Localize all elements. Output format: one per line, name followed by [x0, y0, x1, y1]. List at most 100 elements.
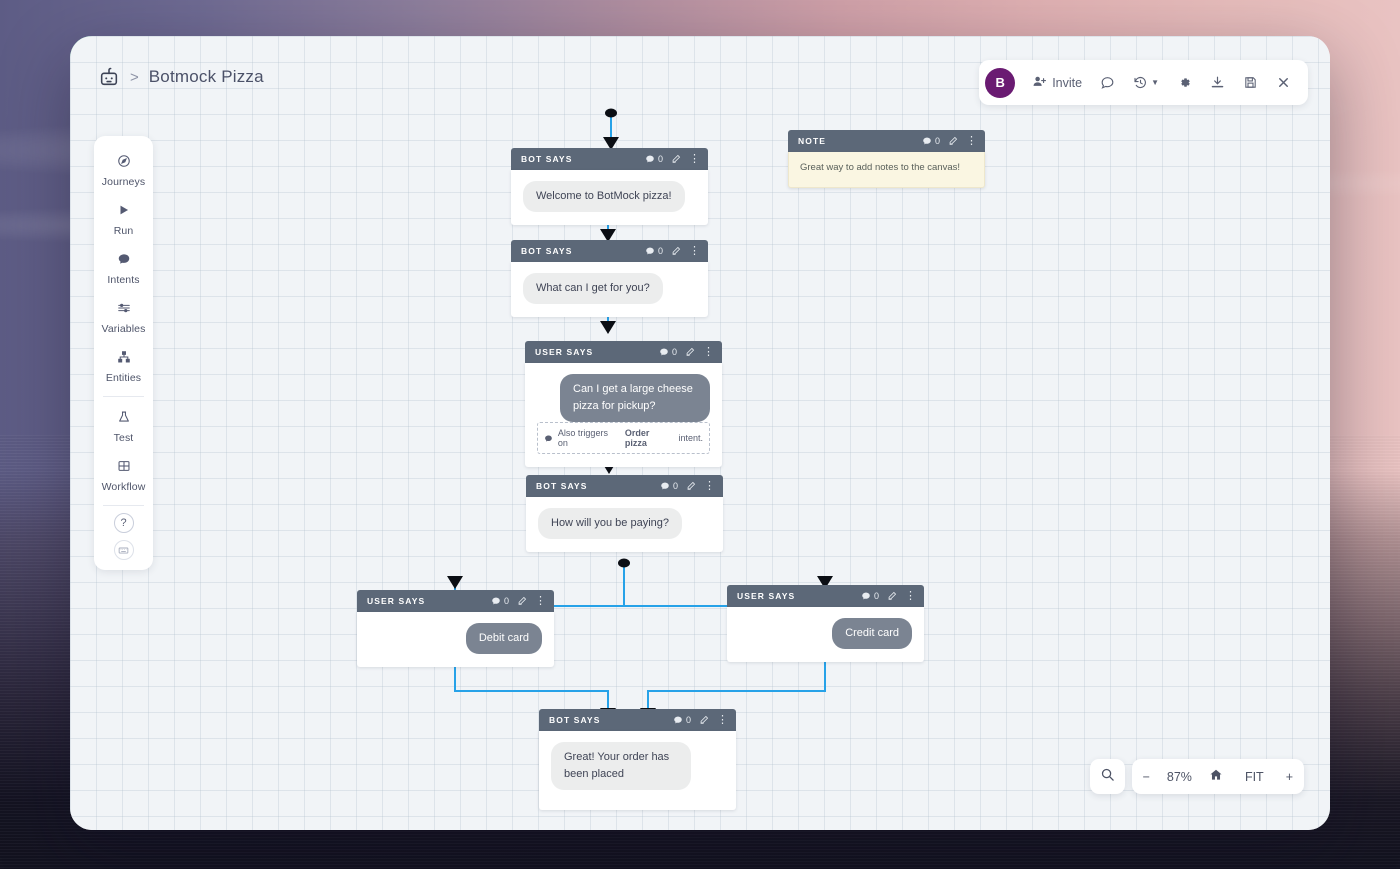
node-header[interactable]: BOT SAYS 0 ⋮ [539, 709, 736, 731]
comment-count-group[interactable]: 0 [645, 154, 663, 164]
sidebar-item-variables[interactable]: Variables [94, 293, 153, 342]
edit-icon[interactable] [517, 596, 527, 606]
note-text: Great way to add notes to the canvas! [800, 162, 961, 173]
close-icon[interactable] [1269, 68, 1298, 98]
more-menu-icon[interactable]: ⋮ [966, 134, 977, 147]
book-icon [117, 459, 131, 478]
history-icon[interactable]: ▼ [1126, 68, 1166, 98]
node-header[interactable]: BOT SAYS 0 ⋮ [526, 475, 723, 497]
sidebar-item-run[interactable]: Run [94, 195, 153, 244]
node-bot-payment-question[interactable]: BOT SAYS 0 ⋮ How will you be paying? [526, 475, 723, 552]
save-icon[interactable] [1236, 68, 1265, 98]
node-header-icons: 0 ⋮ [491, 594, 546, 607]
keyboard-icon[interactable] [113, 540, 134, 560]
comment-icon [862, 592, 870, 600]
comment-count-group[interactable]: 0 [660, 481, 678, 491]
sidebar-item-workflow[interactable]: Workflow [94, 451, 153, 500]
node-header[interactable]: USER SAYS 0 ⋮ [727, 585, 924, 607]
comment-count-group[interactable]: 0 [645, 246, 663, 256]
node-bot-what-can-i-get[interactable]: BOT SAYS 0 ⋮ What can I get for you? [511, 240, 708, 317]
more-menu-icon[interactable]: ⋮ [535, 594, 546, 607]
sidebar-item-intents[interactable]: Intents [94, 244, 153, 293]
zoom-out-button[interactable]: − [1142, 769, 1150, 784]
more-menu-icon[interactable]: ⋮ [717, 713, 728, 726]
node-header-icons: 0 ⋮ [660, 479, 715, 492]
sidebar-label: Journeys [101, 176, 146, 188]
comment-count-group[interactable]: 0 [659, 347, 677, 357]
user-message-bubble: Credit card [832, 618, 912, 649]
comment-count-group[interactable]: 0 [922, 136, 940, 146]
canvas-search-button[interactable] [1089, 759, 1125, 794]
sidebar-item-entities[interactable]: Entities [94, 342, 153, 391]
sidebar-label: Intents [107, 274, 140, 286]
node-header[interactable]: USER SAYS 0 ⋮ [357, 590, 554, 612]
comment-count: 0 [934, 136, 940, 146]
sidebar-divider [103, 396, 144, 397]
zoom-in-button[interactable]: + [1285, 769, 1293, 784]
node-type-label: BOT SAYS [521, 154, 573, 164]
node-bot-order-placed[interactable]: BOT SAYS 0 ⋮ Great! Your order has been … [539, 709, 736, 810]
node-type-label: NOTE [798, 136, 827, 146]
node-header[interactable]: USER SAYS 0 ⋮ [525, 341, 722, 363]
settings-gear-icon[interactable] [1170, 68, 1199, 98]
more-menu-icon[interactable]: ⋮ [703, 345, 714, 358]
comment-count: 0 [672, 481, 678, 491]
comment-icon [674, 716, 682, 724]
edit-icon[interactable] [887, 591, 897, 601]
sidebar-label: Variables [101, 323, 146, 335]
fit-button[interactable]: FIT [1244, 769, 1264, 784]
node-user-order[interactable]: USER SAYS 0 ⋮ Can I get a large cheese p… [525, 341, 722, 467]
reset-view-button[interactable] [1198, 759, 1234, 794]
bot-message-bubble: How will you be paying? [538, 508, 683, 539]
node-header-icons: 0 ⋮ [659, 345, 714, 358]
edit-icon[interactable] [671, 154, 681, 164]
comment-icon [660, 348, 668, 356]
edit-icon[interactable] [685, 347, 695, 357]
edit-icon[interactable] [671, 246, 681, 256]
comment-count: 0 [657, 154, 663, 164]
node-user-credit-card[interactable]: USER SAYS 0 ⋮ Credit card [727, 585, 924, 662]
node-header-icons: 0 ⋮ [861, 589, 916, 602]
node-type-label: BOT SAYS [549, 715, 601, 725]
compass-icon [117, 154, 131, 173]
more-menu-icon[interactable]: ⋮ [689, 152, 700, 165]
user-message-bubble: Debit card [465, 623, 542, 654]
comment-icon [661, 482, 669, 490]
intent-name: Order pizza [624, 428, 650, 448]
node-header[interactable]: BOT SAYS 0 ⋮ [511, 240, 708, 262]
robot-icon[interactable] [98, 66, 120, 88]
node-note[interactable]: NOTE 0 ⋮ Great way to add notes to the c… [788, 130, 985, 188]
comments-icon[interactable] [1093, 68, 1122, 98]
node-header[interactable]: NOTE 0 ⋮ [788, 130, 985, 152]
invite-button[interactable]: Invite [1025, 68, 1089, 98]
node-bot-welcome[interactable]: BOT SAYS 0 ⋮ Welcome to BotMock pizza! [511, 148, 708, 225]
invite-label: Invite [1052, 75, 1083, 90]
download-icon[interactable] [1203, 68, 1232, 98]
comment-count: 0 [657, 246, 663, 256]
more-menu-icon[interactable]: ⋮ [689, 244, 700, 257]
node-header[interactable]: BOT SAYS 0 ⋮ [511, 148, 708, 170]
edit-icon[interactable] [686, 481, 696, 491]
bot-message-bubble: Welcome to BotMock pizza! [523, 181, 685, 212]
help-circle-icon[interactable]: ? [113, 513, 134, 533]
sidebar: Journeys Run Intents [94, 136, 153, 570]
node-type-label: USER SAYS [737, 591, 796, 601]
avatar[interactable]: B [985, 67, 1016, 98]
page-title[interactable]: Botmock Pizza [148, 67, 264, 86]
comment-count-group[interactable]: 0 [673, 715, 691, 725]
comment-icon [492, 597, 500, 605]
node-user-debit-card[interactable]: USER SAYS 0 ⋮ Debit card [357, 590, 554, 667]
comment-count-group[interactable]: 0 [491, 596, 509, 606]
chevron-down-icon: ▼ [1151, 78, 1159, 87]
more-menu-icon[interactable]: ⋮ [704, 479, 715, 492]
breadcrumb: > Botmock Pizza [98, 66, 264, 88]
sidebar-item-test[interactable]: Test [94, 402, 153, 451]
intent-trigger-footer[interactable]: Also triggers on Order pizza intent. [537, 422, 710, 454]
comment-count: 0 [685, 715, 691, 725]
comment-count-group[interactable]: 0 [861, 591, 879, 601]
edit-icon[interactable] [948, 136, 958, 146]
sidebar-item-journeys[interactable]: Journeys [94, 146, 153, 195]
comment-count: 0 [503, 596, 509, 606]
edit-icon[interactable] [699, 715, 709, 725]
more-menu-icon[interactable]: ⋮ [905, 589, 916, 602]
